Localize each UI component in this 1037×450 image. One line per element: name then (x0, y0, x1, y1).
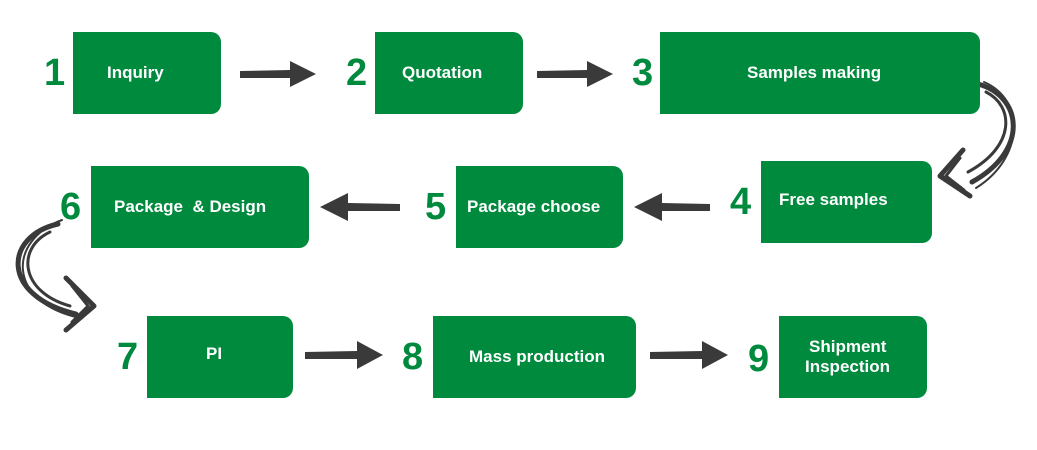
step-6-number: 6 (60, 186, 82, 228)
arrow-1-to-2 (240, 61, 316, 87)
curved-arrow-3-to-4 (937, 81, 1016, 199)
step-9-number: 9 (748, 338, 770, 380)
step-1-number: 1 (44, 52, 66, 94)
arrow-7-to-8 (305, 341, 383, 369)
step-8-label: Mass production (469, 347, 606, 366)
step-9-label-line1: Shipment (809, 337, 887, 356)
arrow-2-to-3 (537, 61, 613, 87)
step-2-label: Quotation (402, 63, 483, 82)
step-6-box: Package & Design (91, 166, 309, 248)
step-8-number: 8 (402, 336, 424, 378)
step-4-box: Free samples (761, 161, 932, 243)
step-9-box: Shipment Inspection (779, 316, 927, 398)
step-5-box: Package choose (456, 166, 623, 248)
arrow-5-to-6 (320, 193, 400, 221)
step-6-label: Package & Design (114, 197, 267, 216)
step-3-box: Samples making (660, 32, 980, 114)
arrow-8-to-9 (650, 341, 728, 369)
step-3-number: 3 (632, 52, 654, 94)
step-8-box: Mass production (433, 316, 636, 398)
step-3-label: Samples making (747, 63, 882, 82)
step-5-label: Package choose (467, 197, 601, 216)
step-2-number: 2 (346, 52, 368, 94)
step-9-label-line2: Inspection (805, 357, 891, 376)
step-4-number: 4 (730, 181, 752, 223)
step-1-box: Inquiry (73, 32, 221, 114)
curved-arrow-6-to-7 (15, 219, 97, 333)
step-1-label: Inquiry (107, 63, 164, 82)
step-7-number: 7 (117, 336, 139, 378)
arrow-4-to-5 (634, 193, 710, 221)
step-2-box: Quotation (375, 32, 523, 114)
step-7-box: PI (147, 316, 293, 398)
step-7-label: PI (206, 344, 223, 363)
step-5-number: 5 (425, 186, 447, 228)
step-4-label: Free samples (779, 190, 888, 209)
